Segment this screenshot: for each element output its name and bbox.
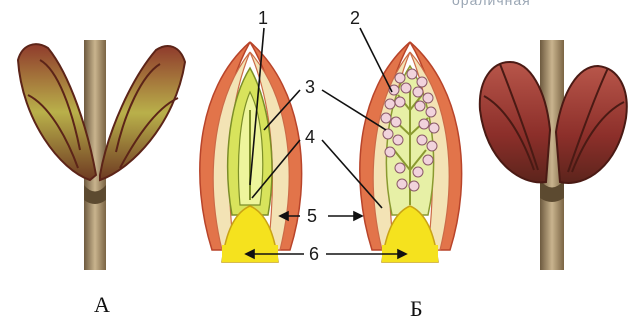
bud-photo-a [18,40,185,270]
label-1: 1 [258,8,268,28]
label-3: 3 [305,77,315,97]
leaf-bud-section [200,42,302,262]
caption-a: А [94,292,110,318]
label-4: 4 [305,127,315,147]
leader-2 [360,28,392,92]
label-6: 6 [309,244,319,264]
caption-b: Б [410,296,423,322]
label-5: 5 [307,206,317,226]
bud-photo-b [480,40,627,270]
flower-bud-section [360,42,462,262]
label-2: 2 [350,8,360,28]
